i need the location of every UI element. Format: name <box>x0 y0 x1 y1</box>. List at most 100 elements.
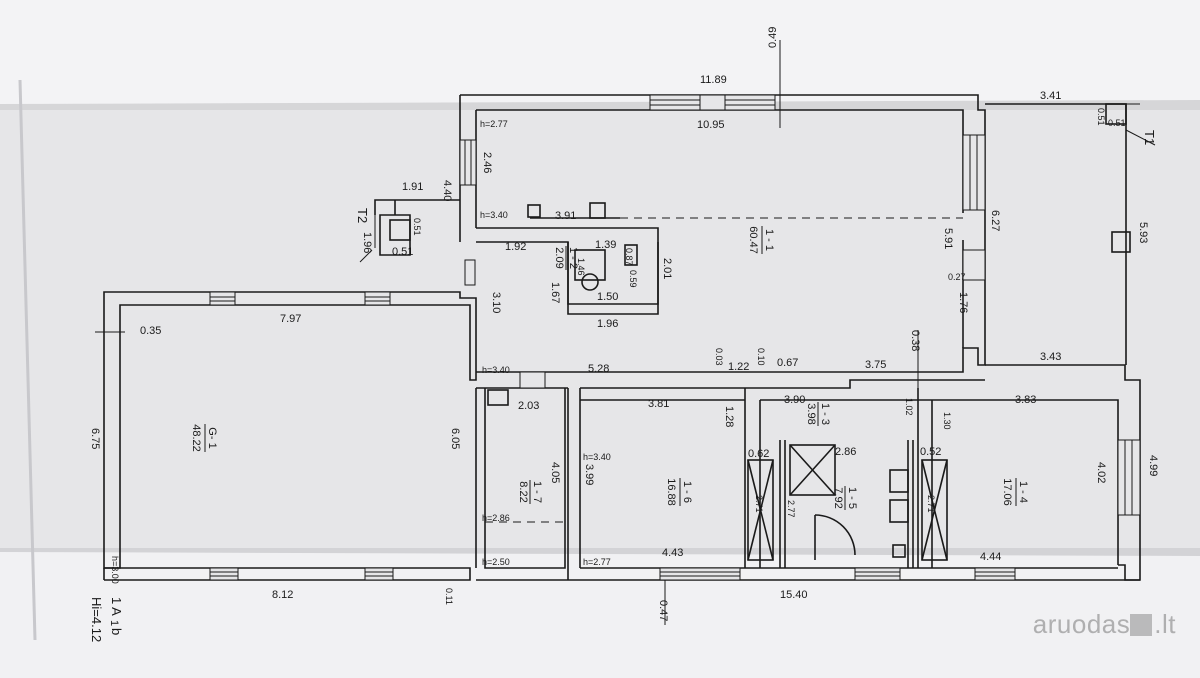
dimensions: 11.89 10.95 3.41 h=2.77 1.91 h=3.40 3.91… <box>140 74 1061 601</box>
paper-fold-shadow-bottom <box>0 548 1200 556</box>
room-1-7-id: 1 - 7 <box>531 481 543 503</box>
dim-0-51-b: 0.51 <box>1108 118 1126 128</box>
dim-0-62: 0.62 <box>748 448 769 460</box>
dim-3-83: 3.83 <box>1015 394 1036 406</box>
plan-code: 1 A <box>109 597 124 616</box>
dim-0-52: 0.52 <box>920 446 941 458</box>
dim-h-3-40-c: h=3.40 <box>583 452 611 462</box>
watermark-logo-icon <box>1130 614 1153 636</box>
room-1-2: 1 - 2 2.09 <box>553 246 579 270</box>
paper-fold-shadow-top <box>0 100 1200 110</box>
dim-8-12: 8.12 <box>272 589 293 601</box>
room-1-5-id: 1 - 5 <box>846 487 858 509</box>
room-1-1-area: 60.47 <box>747 226 759 254</box>
room-garage-id: G- 1 <box>206 427 218 448</box>
dim-0-11: 0.11 <box>444 588 454 605</box>
dim-2-77: 2.77 <box>786 500 796 518</box>
dim-1-50: 1.50 <box>597 291 618 303</box>
dim-4-99: 4.99 <box>1147 455 1159 476</box>
dim-h-2-77-a: h=2.77 <box>480 119 508 129</box>
dim-3-90: 3.90 <box>784 394 805 406</box>
room-1-7: 1 - 7 8.22 <box>517 480 543 504</box>
paper-edge-left <box>18 79 37 641</box>
room-garage-area: 48.22 <box>190 424 202 452</box>
dim-0-35: 0.35 <box>140 325 161 337</box>
paper-top-area <box>0 0 1200 110</box>
dim-0-51-c: 0.51 <box>392 246 413 258</box>
room-1-2-area: 2.09 <box>553 247 565 268</box>
dim-0-51-d: 0.51 <box>412 218 422 236</box>
room-labels: 1 - 1 60.47 G- 1 48.22 1 - 2 2.09 1 - 3 … <box>190 226 1029 510</box>
dim-4-40: 4.40 <box>441 180 453 201</box>
dim-h-2-77-b: h=2.77 <box>583 557 611 567</box>
room-1-6-area: 16.88 <box>665 478 677 506</box>
room-1-5: 1 - 5 7.92 <box>832 486 858 510</box>
dim-4-05: 4.05 <box>549 462 561 483</box>
dim-3-41: 3.41 <box>1040 90 1061 102</box>
dim-0-38: 0.38 <box>909 330 921 351</box>
dim-3-75: 3.75 <box>865 359 886 371</box>
room-1-4-id: 1 - 4 <box>1017 481 1029 503</box>
room-1-5-area: 7.92 <box>832 487 844 508</box>
dim-5-28: 5.28 <box>588 363 609 375</box>
dim-1-91: 1.91 <box>402 181 423 193</box>
terrace-t1-label: T1 <box>1142 130 1157 145</box>
dim-2-86: 2.86 <box>835 446 856 458</box>
plan-code-suffix: 1 <box>108 620 120 626</box>
dim-7-97: 7.97 <box>280 313 301 325</box>
dim-11-89: 11.89 <box>700 74 727 86</box>
room-1-6-id: 1 - 6 <box>681 481 693 503</box>
dim-1-28: 1.28 <box>723 406 735 427</box>
dim-1-67: 1.67 <box>549 282 561 303</box>
dim-0-51-a: 0.51 <box>1096 108 1106 126</box>
dim-h-2-86: h=2.86 <box>482 513 510 523</box>
dim-0-87: 0.87 <box>624 248 634 266</box>
room-1-3-id: 1 - 3 <box>819 403 831 425</box>
dim-0-03: 0.03 <box>714 348 724 366</box>
dashed-lines <box>485 217 963 523</box>
room-1-4-area: 17.06 <box>1001 478 1013 506</box>
dim-h-3-40-b: h=3.40 <box>482 365 510 375</box>
dim-2-71-b: 2.71 <box>926 495 936 513</box>
dim-2-71-a: 2.71 <box>754 495 764 513</box>
dim-3-81: 3.81 <box>648 398 669 410</box>
room-garage: G- 1 48.22 <box>190 424 218 452</box>
room-1-2-id: 1 - 2 <box>567 247 579 269</box>
dim-3-43: 3.43 <box>1040 351 1061 363</box>
dim-1-46: 1.46 <box>576 258 586 276</box>
room-1-4: 1 - 4 17.06 <box>1001 478 1029 506</box>
dim-1-22: 1.22 <box>728 361 749 373</box>
watermark-suffix: .lt <box>1154 609 1176 639</box>
dim-1-92: 1.92 <box>505 241 526 253</box>
dim-4-43: 4.43 <box>662 547 683 559</box>
dim-1-96-b: 1.96 <box>597 318 618 330</box>
dim-0-59: 0.59 <box>628 270 638 288</box>
dim-0-49: 0.49 <box>767 27 779 48</box>
dim-3-99: 3.99 <box>583 464 595 485</box>
watermark: aruodas .lt <box>1033 609 1176 640</box>
dim-5-93: 5.93 <box>1137 222 1149 243</box>
room-1-7-area: 8.22 <box>517 481 529 502</box>
room-1-6: 1 - 6 16.88 <box>665 478 693 506</box>
dim-1-96-a: 1.96 <box>361 232 373 253</box>
height-label: Hi=4.12 <box>89 597 104 642</box>
dim-h-3-40-a: h=3.40 <box>480 210 508 220</box>
windows <box>209 94 1141 581</box>
dim-2-46: 2.46 <box>481 152 493 173</box>
dim-0-27: 0.27 <box>948 272 966 282</box>
room-1-3-area: 3.98 <box>805 403 817 424</box>
dim-1-30: 1.30 <box>942 412 952 430</box>
plan-code-suffix2: b <box>109 628 124 635</box>
dim-6-05: 6.05 <box>449 428 461 449</box>
room-1-1: 1 - 1 60.47 <box>747 226 775 254</box>
dim-0-67: 0.67 <box>777 357 798 369</box>
watermark-text: aruodas <box>1032 609 1131 639</box>
dim-1-02: 1.02 <box>904 398 914 416</box>
dim-4-02: 4.02 <box>1095 462 1107 483</box>
guide-lines <box>95 40 1156 625</box>
dim-2-01: 2.01 <box>661 258 673 279</box>
dim-10-95: 10.95 <box>697 119 725 131</box>
dim-3-10: 3.10 <box>490 292 502 313</box>
dim-2-03: 2.03 <box>518 400 539 412</box>
room-1-3: 1 - 3 3.98 <box>805 402 831 426</box>
